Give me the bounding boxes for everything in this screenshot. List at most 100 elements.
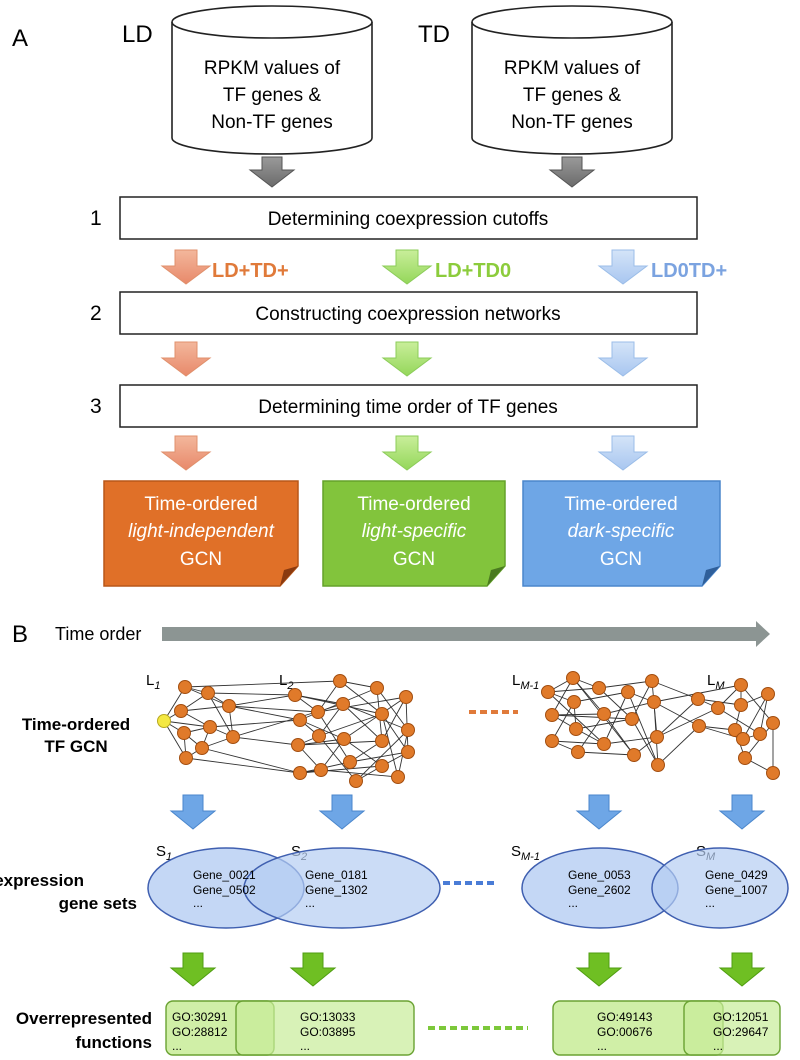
gene-set-m-1-item-3: ...	[568, 896, 578, 910]
network-node	[312, 729, 326, 743]
network-edge	[573, 691, 629, 703]
network-edge	[317, 711, 351, 763]
network-node	[222, 699, 236, 713]
gene-set-1-item-1: Gene_0021	[193, 868, 256, 882]
function-2-term-2: GO:03895	[300, 1025, 356, 1039]
network-edge	[742, 693, 769, 740]
td-database-icon: RPKM values of TF genes & Non-TF genes	[471, 5, 673, 155]
gene-set-m-1-item-2: Gene_2602	[568, 883, 631, 897]
step-1-number: 1	[90, 207, 102, 230]
network-node	[736, 732, 750, 746]
down-arrow-icon	[597, 249, 649, 285]
network-edge	[342, 703, 409, 731]
ld-database-line-2: TF genes &	[223, 85, 322, 106]
network-node	[375, 707, 389, 721]
category-ld-td-plus: LD+TD+	[212, 260, 289, 282]
network-node	[645, 674, 659, 688]
set-label-m-1: SM-1	[511, 843, 540, 863]
network-node	[650, 730, 664, 744]
output-2-line-3: GCN	[393, 549, 435, 570]
network-edge	[651, 680, 699, 700]
network-edge	[547, 687, 600, 693]
row-label-network-1: Time-ordered	[22, 715, 130, 734]
network-edge	[318, 735, 357, 782]
network-edge	[577, 713, 605, 753]
td-database-line-2: TF genes &	[523, 85, 622, 106]
category-ld-td0: LD+TD0	[435, 260, 511, 282]
network-edge	[631, 680, 653, 720]
network-node	[399, 690, 413, 704]
function-m-1-term-2: GO:00676	[597, 1025, 653, 1039]
network-node	[545, 708, 559, 722]
down-arrow-icon	[381, 435, 433, 471]
network-edge	[603, 701, 655, 715]
network-edge	[207, 692, 234, 738]
td-database-line-3: Non-TF genes	[511, 112, 632, 133]
network-node	[541, 685, 555, 699]
network-node	[738, 751, 752, 765]
network-edge	[349, 751, 409, 763]
network-edge	[184, 680, 341, 688]
function-1-term-1: GO:30291	[172, 1010, 228, 1024]
network-nodes	[541, 671, 780, 780]
panel-b-label: B	[12, 621, 28, 648]
network-node	[545, 734, 559, 748]
network-node	[567, 695, 581, 709]
step-3-text: Determining time order of TF genes	[258, 397, 558, 418]
network-node	[349, 774, 363, 788]
row-label-functions-2: functions	[76, 1033, 153, 1052]
network-edge	[551, 740, 605, 745]
network-nodes	[157, 674, 415, 788]
layer-label-1: L1	[146, 672, 160, 692]
output-3-line-1: Time-ordered	[564, 494, 677, 515]
down-arrow-icon	[289, 952, 337, 987]
gene-set-1-item-3: ...	[193, 896, 203, 910]
network-node	[651, 758, 665, 772]
network-node	[311, 705, 325, 719]
layer-label-m-1: LM-1	[512, 672, 539, 692]
row-label-sets-1: Coexpression	[0, 871, 84, 890]
network-node	[647, 695, 661, 709]
network-node	[293, 766, 307, 780]
network-edge	[317, 696, 407, 713]
layer-label-m: LM	[707, 672, 725, 692]
network-edge	[163, 720, 211, 728]
output-2-line-2: light-specific	[362, 521, 467, 542]
function-box-2	[235, 1000, 415, 1056]
network-edge	[339, 680, 383, 715]
gene-set-2-item-1: Gene_0181	[305, 868, 368, 882]
down-arrow-icon	[248, 156, 296, 188]
network-edge	[627, 691, 659, 766]
network-node	[621, 685, 635, 699]
network-edge	[228, 694, 296, 707]
network-edge	[575, 718, 633, 730]
down-arrow-icon	[169, 794, 217, 830]
network-node	[692, 719, 706, 733]
down-arrow-icon	[548, 156, 596, 188]
network-edge	[656, 698, 699, 738]
network-node	[157, 714, 171, 728]
down-arrow-icon	[160, 249, 212, 285]
down-arrow-icon	[160, 341, 212, 377]
function-2-term-1: GO:13033	[300, 1010, 356, 1024]
network-edge	[180, 705, 230, 712]
ld-database-line-3: Non-TF genes	[211, 112, 332, 133]
down-arrow-icon	[597, 341, 649, 377]
network-edges	[163, 680, 409, 782]
set-label-1: S1	[156, 843, 172, 863]
output-1-line-2: light-independent	[128, 521, 275, 542]
network-node	[336, 697, 350, 711]
ld-label: LD	[122, 21, 153, 48]
gene-set-m-item-1: Gene_0429	[705, 868, 768, 882]
network-edge	[201, 747, 301, 774]
network-edge	[207, 692, 296, 696]
network-edge	[657, 725, 700, 766]
network-edge	[551, 677, 574, 716]
network-node	[195, 741, 209, 755]
network-node	[627, 748, 641, 762]
output-1-line-3: GCN	[180, 549, 222, 570]
function-m-term-3: ...	[713, 1039, 723, 1053]
network-node	[597, 737, 611, 751]
network-edge	[656, 707, 719, 738]
network-node	[569, 722, 583, 736]
